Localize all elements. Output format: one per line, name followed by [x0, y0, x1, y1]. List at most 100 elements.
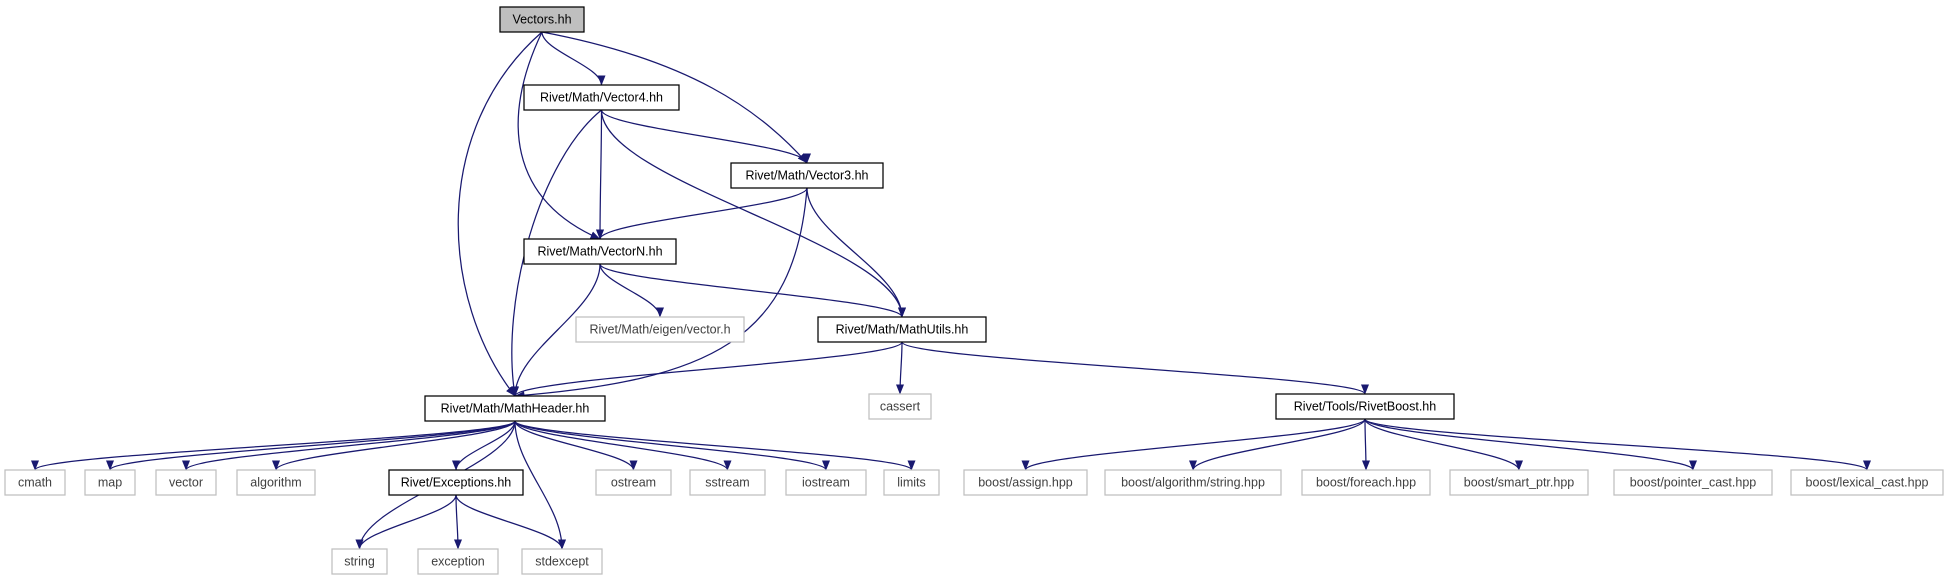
node-label: ostream: [611, 476, 656, 490]
node-boost_lexical_cast[interactable]: boost/lexical_cast.hpp: [1790, 469, 1944, 496]
node-box: [1301, 469, 1431, 496]
edge-exceptions-to-stdexcept: [455, 494, 566, 550]
edge-mathheader-to-cmath: [31, 420, 516, 471]
edge-mathheader-to-iostream: [514, 420, 830, 471]
node-box: [523, 84, 680, 111]
node-vector4[interactable]: Rivet/Math/Vector4.hh: [523, 84, 680, 111]
edge-exceptions-to-exception: [453, 494, 462, 550]
node-box: [1275, 393, 1455, 420]
node-label: vector: [169, 476, 203, 490]
edges-layer: [31, 31, 1871, 550]
nodes-layer: Vectors.hhRivet/Math/Vector4.hhRivet/Mat…: [4, 6, 1944, 575]
node-box: [1790, 469, 1944, 496]
node-box: [417, 548, 499, 575]
node-label: boost/algorithm/string.hpp: [1121, 476, 1265, 490]
node-label: Rivet/Math/MathUtils.hh: [836, 323, 969, 337]
edge-vector4-to-vector3: [600, 109, 811, 164]
node-box: [236, 469, 316, 496]
edge-vector4-to-vectorn: [596, 109, 605, 240]
node-box: [730, 162, 884, 189]
node-label: map: [98, 476, 122, 490]
node-vectors[interactable]: Vectors.hh: [499, 6, 585, 33]
node-boost_assign[interactable]: boost/assign.hpp: [963, 469, 1088, 496]
node-vectorn[interactable]: Rivet/Math/VectorN.hh: [523, 238, 677, 265]
node-string[interactable]: string: [331, 548, 388, 575]
node-label: exception: [431, 555, 485, 569]
node-label: boost/assign.hpp: [978, 476, 1073, 490]
node-algorithm[interactable]: algorithm: [236, 469, 316, 496]
node-boost_algo_string[interactable]: boost/algorithm/string.hpp: [1104, 469, 1282, 496]
edge-mathutils-to-rivetboost: [901, 341, 1369, 395]
node-box: [1613, 469, 1773, 496]
edge-rivetboost-to-boost_smart_ptr: [1364, 418, 1523, 471]
node-boost_foreach[interactable]: boost/foreach.hpp: [1301, 469, 1431, 496]
node-mathutils[interactable]: Rivet/Math/MathUtils.hh: [817, 316, 987, 343]
edge-vectors-to-vectorn: [517, 31, 601, 240]
edge-vectors-to-vector4: [541, 31, 606, 86]
edge-rivetboost-to-boost_assign: [1021, 418, 1366, 471]
node-label: string: [344, 555, 375, 569]
node-label: Rivet/Math/Vector4.hh: [540, 91, 663, 105]
edge-rivetboost-to-boost_algo_string: [1189, 418, 1366, 471]
node-label: sstream: [705, 476, 749, 490]
edge-rivetboost-to-boost_lexical_cast: [1364, 418, 1871, 471]
node-boost_smart_ptr[interactable]: boost/smart_ptr.hpp: [1449, 469, 1589, 496]
edge-mathheader-to-limits: [514, 420, 916, 471]
edge-vectorn-to-mathutils: [599, 263, 906, 318]
node-box: [499, 6, 585, 33]
node-box: [523, 238, 677, 265]
edge-mathheader-to-vector: [182, 420, 516, 471]
edge-vector4-to-mathheader: [509, 109, 602, 397]
node-cassert[interactable]: cassert: [868, 393, 932, 420]
node-limits[interactable]: limits: [883, 469, 940, 496]
edge-vector3-to-mathutils: [806, 187, 906, 318]
edge-mathheader-to-stdexcept: [514, 420, 566, 550]
node-vector[interactable]: vector: [155, 469, 217, 496]
edge-vectors-to-mathheader: [457, 31, 543, 397]
node-sstream[interactable]: sstream: [689, 469, 766, 496]
edge-exceptions-to-string: [355, 494, 457, 550]
node-label: boost/smart_ptr.hpp: [1464, 476, 1575, 490]
node-box: [424, 395, 606, 422]
node-label: algorithm: [250, 476, 301, 490]
node-box: [84, 469, 136, 496]
node-box: [963, 469, 1088, 496]
node-boost_pointer_cast[interactable]: boost/pointer_cast.hpp: [1613, 469, 1773, 496]
node-label: iostream: [802, 476, 850, 490]
node-map[interactable]: map: [84, 469, 136, 496]
node-exceptions[interactable]: Rivet/Exceptions.hh: [388, 469, 524, 496]
node-box: [575, 316, 745, 343]
node-rivetboost[interactable]: Rivet/Tools/RivetBoost.hh: [1275, 393, 1455, 420]
edge-mathheader-to-ostream: [514, 420, 638, 471]
node-box: [1104, 469, 1282, 496]
edge-mathheader-to-sstream: [514, 420, 732, 471]
node-box: [1449, 469, 1589, 496]
node-mathheader[interactable]: Rivet/Math/MathHeader.hh: [424, 395, 606, 422]
edge-vectors-to-vector3: [541, 31, 808, 164]
node-box: [689, 469, 766, 496]
edge-vector4-to-mathutils: [600, 109, 906, 318]
edge-vectorn-to-mathheader: [511, 263, 601, 397]
node-label: Rivet/Exceptions.hh: [401, 476, 512, 490]
node-cmath[interactable]: cmath: [4, 469, 66, 496]
edge-mathutils-to-cassert: [896, 341, 905, 395]
node-label: Rivet/Math/VectorN.hh: [537, 245, 662, 259]
node-box: [331, 548, 388, 575]
node-label: cmath: [18, 476, 52, 490]
node-label: boost/lexical_cast.hpp: [1806, 476, 1929, 490]
node-ostream[interactable]: ostream: [595, 469, 672, 496]
node-exception[interactable]: exception: [417, 548, 499, 575]
edge-vector3-to-vectorn: [596, 187, 808, 240]
node-box: [388, 469, 524, 496]
node-label: Rivet/Tools/RivetBoost.hh: [1294, 400, 1436, 414]
edge-mathutils-to-mathheader: [511, 341, 903, 397]
node-vector3[interactable]: Rivet/Math/Vector3.hh: [730, 162, 884, 189]
node-iostream[interactable]: iostream: [785, 469, 867, 496]
edge-rivetboost-to-boost_foreach: [1361, 418, 1370, 471]
edge-rivetboost-to-boost_pointer_cast: [1364, 418, 1697, 471]
node-stdexcept[interactable]: stdexcept: [521, 548, 603, 575]
node-label: Vectors.hh: [512, 13, 571, 27]
edge-mathheader-to-algorithm: [272, 420, 516, 471]
node-eigen_vector[interactable]: Rivet/Math/eigen/vector.h: [575, 316, 745, 343]
